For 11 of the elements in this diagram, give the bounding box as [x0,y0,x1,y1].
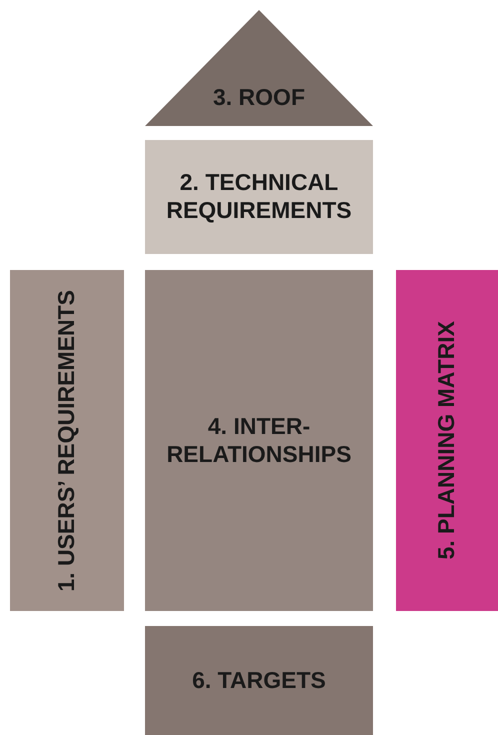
section-label: 3. ROOF [212,84,305,112]
section-label: 6. TARGETS [192,666,326,694]
section-block [145,270,373,611]
section-block [145,140,373,254]
section-label: 4. INTER-RELATIONSHIPS [166,412,352,468]
section-block [145,626,373,735]
section-label: 1. USERS’ REQUIREMENTS [53,290,80,592]
section-label: 5. PLANNING MATRIX [433,321,460,560]
section-block [396,270,498,611]
section-label: 2. TECHNICAL REQUIREMENTS [165,169,353,225]
section-block [10,270,124,611]
